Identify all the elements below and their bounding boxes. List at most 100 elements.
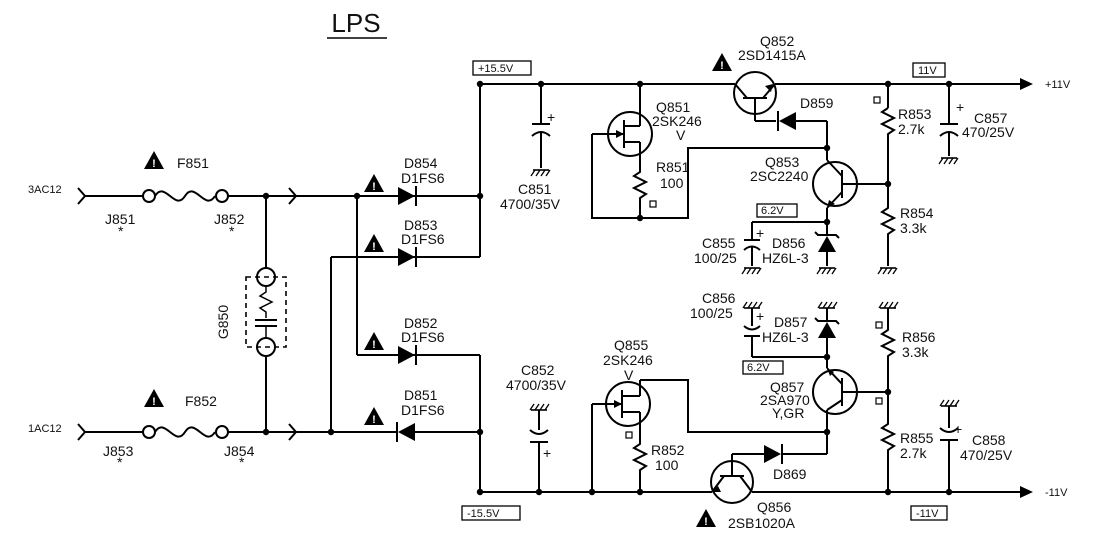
f852-label: F852 [185, 393, 217, 409]
j851-label: J851 [105, 211, 136, 227]
zener-d856 [814, 222, 840, 275]
svg-text:D1FS6: D1FS6 [401, 170, 445, 186]
svg-text:+: + [956, 99, 964, 115]
svg-text:D1FS6: D1FS6 [401, 329, 445, 345]
q851-label: Q851 [656, 99, 690, 115]
zener-d857 [814, 301, 840, 357]
r855-label: R855 [900, 430, 934, 446]
ac-top-label: 3AC12 [28, 184, 62, 196]
transistor-q851 [592, 84, 653, 168]
d857-label: D857 [774, 314, 808, 330]
capacitor-c857 [938, 84, 959, 165]
svg-text:2.7k: 2.7k [898, 121, 925, 137]
gap-g850 [245, 267, 287, 357]
c856-label: C856 [702, 290, 736, 306]
f851-label: F851 [177, 155, 209, 171]
warning-icon [144, 151, 164, 170]
svg-text:Y,GR: Y,GR [772, 405, 804, 421]
svg-text:470/25V: 470/25V [962, 124, 1015, 140]
q856-label: Q856 [757, 499, 791, 515]
svg-text:4700/35V: 4700/35V [506, 377, 567, 393]
warning-icon [364, 234, 384, 253]
transistor-q856 [710, 454, 754, 504]
d851-label: D851 [404, 387, 438, 403]
minus155-label: -15.5V [467, 508, 500, 520]
j853-label: J853 [103, 443, 134, 459]
svg-text:2.7k: 2.7k [900, 445, 927, 461]
svg-text:3.3k: 3.3k [900, 220, 927, 236]
r853-label: R853 [898, 106, 932, 122]
q855-label: Q855 [614, 337, 648, 353]
diode-d854 [398, 186, 417, 206]
fuse-f852 [142, 425, 229, 439]
r852-label: R852 [651, 442, 685, 458]
title: LPS [331, 8, 380, 38]
svg-text:470/25V: 470/25V [960, 447, 1013, 463]
r856-label: R856 [902, 329, 936, 345]
minus11-label: -11V [916, 508, 939, 520]
diode-d851 [396, 422, 415, 442]
svg-text:V: V [624, 367, 634, 383]
svg-text:3.3k: 3.3k [902, 344, 929, 360]
diode-d853 [398, 247, 417, 267]
svg-text:*: * [117, 454, 123, 470]
svg-text:2SK246: 2SK246 [603, 352, 653, 368]
v62-bottom-label: 6.2V [747, 362, 770, 374]
transistor-q852 [733, 71, 777, 121]
svg-text:HZ6L-3: HZ6L-3 [762, 329, 809, 345]
q852-label: Q852 [760, 33, 794, 49]
svg-text:2SD1415A: 2SD1415A [738, 47, 806, 63]
c858-label: C858 [972, 432, 1006, 448]
g850-label: G850 [215, 305, 231, 339]
warning-icon [144, 389, 164, 408]
svg-text:100/25: 100/25 [694, 250, 737, 266]
transistor-q855 [592, 380, 651, 440]
capacitor-c858 [939, 399, 960, 492]
d852-label: D852 [404, 315, 438, 331]
plus155-label: +15.5V [478, 63, 514, 75]
svg-text:*: * [239, 454, 245, 470]
warning-icon [712, 53, 732, 72]
warning-icon [696, 509, 716, 528]
c852-label: C852 [521, 362, 555, 378]
svg-text:4700/35V: 4700/35V [500, 196, 561, 212]
c851-label: C851 [518, 181, 552, 197]
d856-label: D856 [772, 235, 806, 251]
capacitor-c856 [742, 301, 763, 357]
plus11-label: 11V [918, 65, 937, 77]
svg-text:100: 100 [660, 175, 684, 191]
q857-label: Q857 [770, 379, 804, 395]
svg-text:2SC2240: 2SC2240 [750, 168, 809, 184]
svg-text:2SB1020A: 2SB1020A [728, 515, 796, 531]
diode-d859 [777, 111, 796, 131]
svg-text:+: + [756, 308, 764, 324]
warning-icon [364, 332, 384, 351]
svg-text:100: 100 [655, 457, 679, 473]
c855-label: C855 [702, 235, 736, 251]
svg-text:*: * [118, 223, 124, 239]
warning-icon [364, 174, 384, 193]
capacitor-c851 [530, 84, 551, 177]
svg-text:+: + [954, 421, 962, 437]
diode-d852 [398, 345, 417, 365]
svg-text:100/25: 100/25 [690, 305, 733, 321]
out-minus-label: -11V [1045, 487, 1068, 499]
c857-label: C857 [974, 110, 1008, 126]
svg-text:2SK246: 2SK246 [652, 113, 702, 129]
svg-text:HZ6L-3: HZ6L-3 [762, 250, 809, 266]
capacitor-c852 [529, 403, 550, 492]
r851-label: R851 [656, 159, 690, 175]
transistor-q857 [812, 367, 888, 415]
capacitor-c855 [741, 222, 762, 275]
svg-text:D1FS6: D1FS6 [401, 231, 445, 247]
svg-text:2SA970: 2SA970 [760, 392, 810, 408]
ac-bottom-label: 1AC12 [28, 423, 62, 435]
svg-text:*: * [229, 223, 235, 239]
out-plus-label: +11V [1045, 79, 1071, 91]
q853-label: Q853 [765, 154, 799, 170]
d859-label: D859 [800, 95, 834, 111]
fuse-f851 [142, 189, 229, 203]
diode-d869 [764, 444, 783, 464]
